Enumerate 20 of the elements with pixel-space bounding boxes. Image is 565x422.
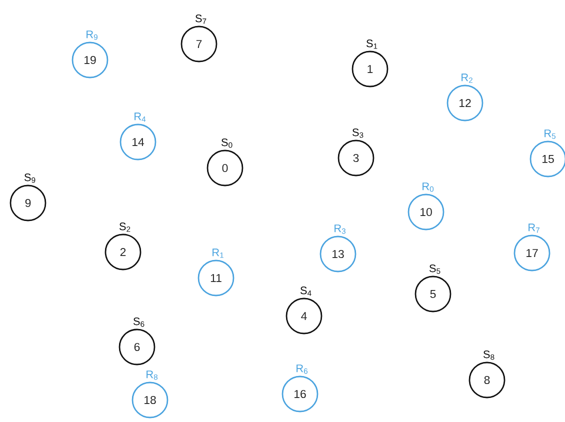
node-label: R$_{0}$ [422,182,434,192]
node-label: S$_{2}$ [119,222,130,232]
node-label: S$_{5}$ [429,264,440,274]
node-label: R$_{4}$ [134,112,146,122]
node-label: S$_{9}$ [24,173,36,183]
node-label: S$_{4}$ [300,286,312,296]
node-label: R$_{7}$ [528,224,540,233]
node-label: S$_{1}$ [366,40,378,49]
node-label: R$_{8}$ [146,370,158,380]
node-label: R$_{6}$ [296,364,308,374]
node-label: S$_{8}$ [483,350,494,360]
node-label: R$_{3}$ [334,224,346,234]
node-label: R$_{9}$ [86,30,98,40]
node-label: R$_{2}$ [462,74,472,83]
node-label: S$_{0}$ [221,138,232,148]
node-label: S$_{3}$ [352,128,364,138]
node-label: R$_{5}$ [544,130,556,139]
node-label: S$_{7}$ [195,14,206,24]
node-label: R$_{1}$ [212,248,224,258]
node-label: S$_{6}$ [133,317,144,327]
